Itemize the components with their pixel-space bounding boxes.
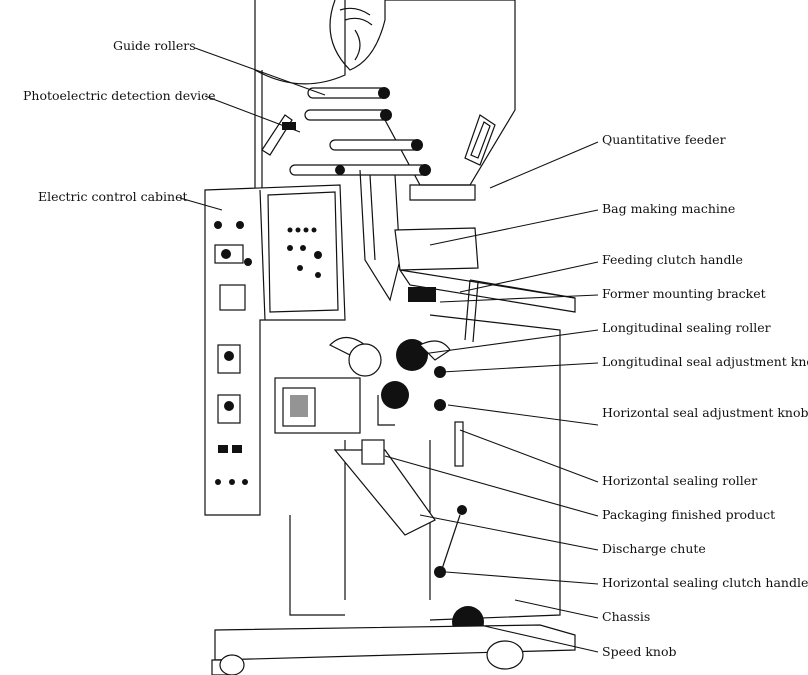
guide-rollers-shapes xyxy=(289,87,431,176)
former-table xyxy=(394,227,576,343)
leader-lines xyxy=(179,47,599,653)
chute-shape xyxy=(333,439,436,536)
label-electric-control-cabinet: Electric control cabinet xyxy=(38,189,188,204)
cabinet-shape xyxy=(204,184,346,516)
label-horizontal-sealing-clutch-handle: Horizontal sealing clutch handle xyxy=(602,575,808,590)
film-roll xyxy=(254,0,386,85)
label-discharge-chute: Discharge chute xyxy=(602,541,706,556)
label-longitudinal-seal-adjustment-knob: Longitudinal seal adjustment knob xyxy=(602,354,808,369)
motor-box xyxy=(274,377,361,434)
label-horizontal-seal-adjustment-knob: Horizontal seal adjustment knob xyxy=(602,405,808,420)
label-feeding-clutch-handle: Feeding clutch handle xyxy=(602,252,743,267)
label-former-mounting-bracket: Former mounting bracket xyxy=(602,286,766,301)
label-longitudinal-sealing-roller: Longitudinal sealing roller xyxy=(602,320,771,335)
film-web xyxy=(359,169,401,302)
label-quantitative-feeder: Quantitative feeder xyxy=(602,132,726,147)
clutch-handle-shape xyxy=(434,505,467,578)
label-chassis: Chassis xyxy=(602,609,651,624)
label-packaging-finished-product: Packaging finished product xyxy=(602,507,776,522)
sealing-mechanism xyxy=(328,336,451,426)
label-speed-knob: Speed knob xyxy=(602,644,677,659)
base-shape xyxy=(211,606,576,675)
photoelectric-shape xyxy=(261,114,296,156)
label-horizontal-sealing-roller: Horizontal sealing roller xyxy=(602,473,758,488)
label-photoelectric-detection-device: Photoelectric detection device xyxy=(23,88,216,103)
mast xyxy=(254,70,263,190)
label-bag-making-machine: Bag making machine xyxy=(602,201,736,216)
label-guide-rollers: Guide rollers xyxy=(113,38,196,53)
